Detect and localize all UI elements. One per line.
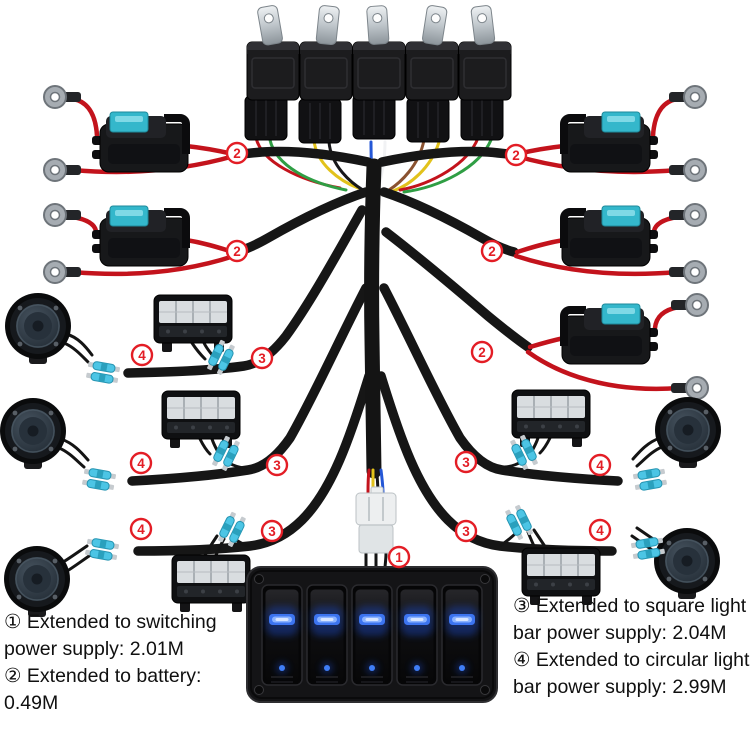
relay-socket-3 [352,94,396,140]
ring-terminal [668,260,707,284]
ring-terminal [43,158,82,182]
led-dot [279,665,285,671]
ring-terminal [670,293,709,317]
ring-terminal [670,376,709,400]
bullet-connector-pair [632,466,668,493]
bullet-connector-pair [85,359,121,386]
fuse-holder-right-1 [562,112,658,172]
relay-5 [458,41,512,101]
led-dot [414,665,420,671]
fuse-holder-right-2 [562,206,658,266]
legend-item-switching-power: ① Extended to switching power supply: 2.… [4,611,217,660]
legend-right: ③ Extended to square light bar power sup… [513,593,750,701]
round-led-light-3 [3,545,71,618]
ring-terminal [668,158,707,182]
legend-item-square-light: ③ Extended to square light bar power sup… [513,595,747,644]
relay-socket-1 [244,95,288,141]
rocker-switch-2 [306,584,348,686]
relay-3 [352,41,406,101]
bullet-connector-pair [81,466,117,493]
cable-battery-right-3 [381,227,533,352]
switch-panel [246,566,498,703]
round-led-light-4 [654,396,722,469]
relay-socket-4 [406,97,450,143]
led-dot [369,665,375,671]
round-led-light-2 [0,397,67,470]
relay-socket-5 [460,95,504,141]
relay-tab [470,4,496,46]
panel-screw [480,685,490,695]
relay-tab [315,4,341,46]
relay-tab [256,4,284,47]
fuse-holder-left-2 [92,206,188,266]
relay-tab [421,4,449,47]
panel-screw [480,574,490,584]
bullet-connector-pair [84,536,120,563]
components [0,4,722,618]
legend-item-circular-light: ④ Extended to circular light bar power s… [513,649,750,698]
ring-terminal [668,85,707,109]
square-led-light-3 [171,554,251,613]
ring-terminal [43,203,82,227]
relay-bank [244,4,512,144]
relay-1 [246,41,300,101]
legend-item-battery: ② Extended to battery: 0.49M [4,665,202,714]
round-led-light-1 [4,292,72,365]
cable-battery-right-1 [377,146,521,167]
round-led-light-5 [653,527,721,600]
fuse-holder-right-3 [562,304,658,364]
cable-battery-right-2 [379,187,519,257]
led-dot [459,665,465,671]
relay-tab [366,4,390,46]
power-plug-connector [355,486,397,554]
relay-2 [299,41,353,101]
rocker-switch-1 [261,584,303,686]
relay-4 [405,41,459,101]
legend-left: ① Extended to switching power supply: 2.… [4,609,222,717]
cable-light-right-D [379,283,623,486]
panel-screw [254,685,264,695]
relay-socket-2 [298,98,342,144]
rocker-switch-3 [351,584,393,686]
main-harness [364,158,382,479]
cable-battery-left-1 [229,146,373,167]
rocker-switch-5 [441,584,483,686]
panel-screw [254,574,264,584]
ring-terminal [668,203,707,227]
ring-terminal [43,260,82,284]
rocker-switch-4 [396,584,438,686]
fuse-holder-left-1 [92,112,188,172]
led-dot [324,665,330,671]
ring-terminal [43,85,82,109]
